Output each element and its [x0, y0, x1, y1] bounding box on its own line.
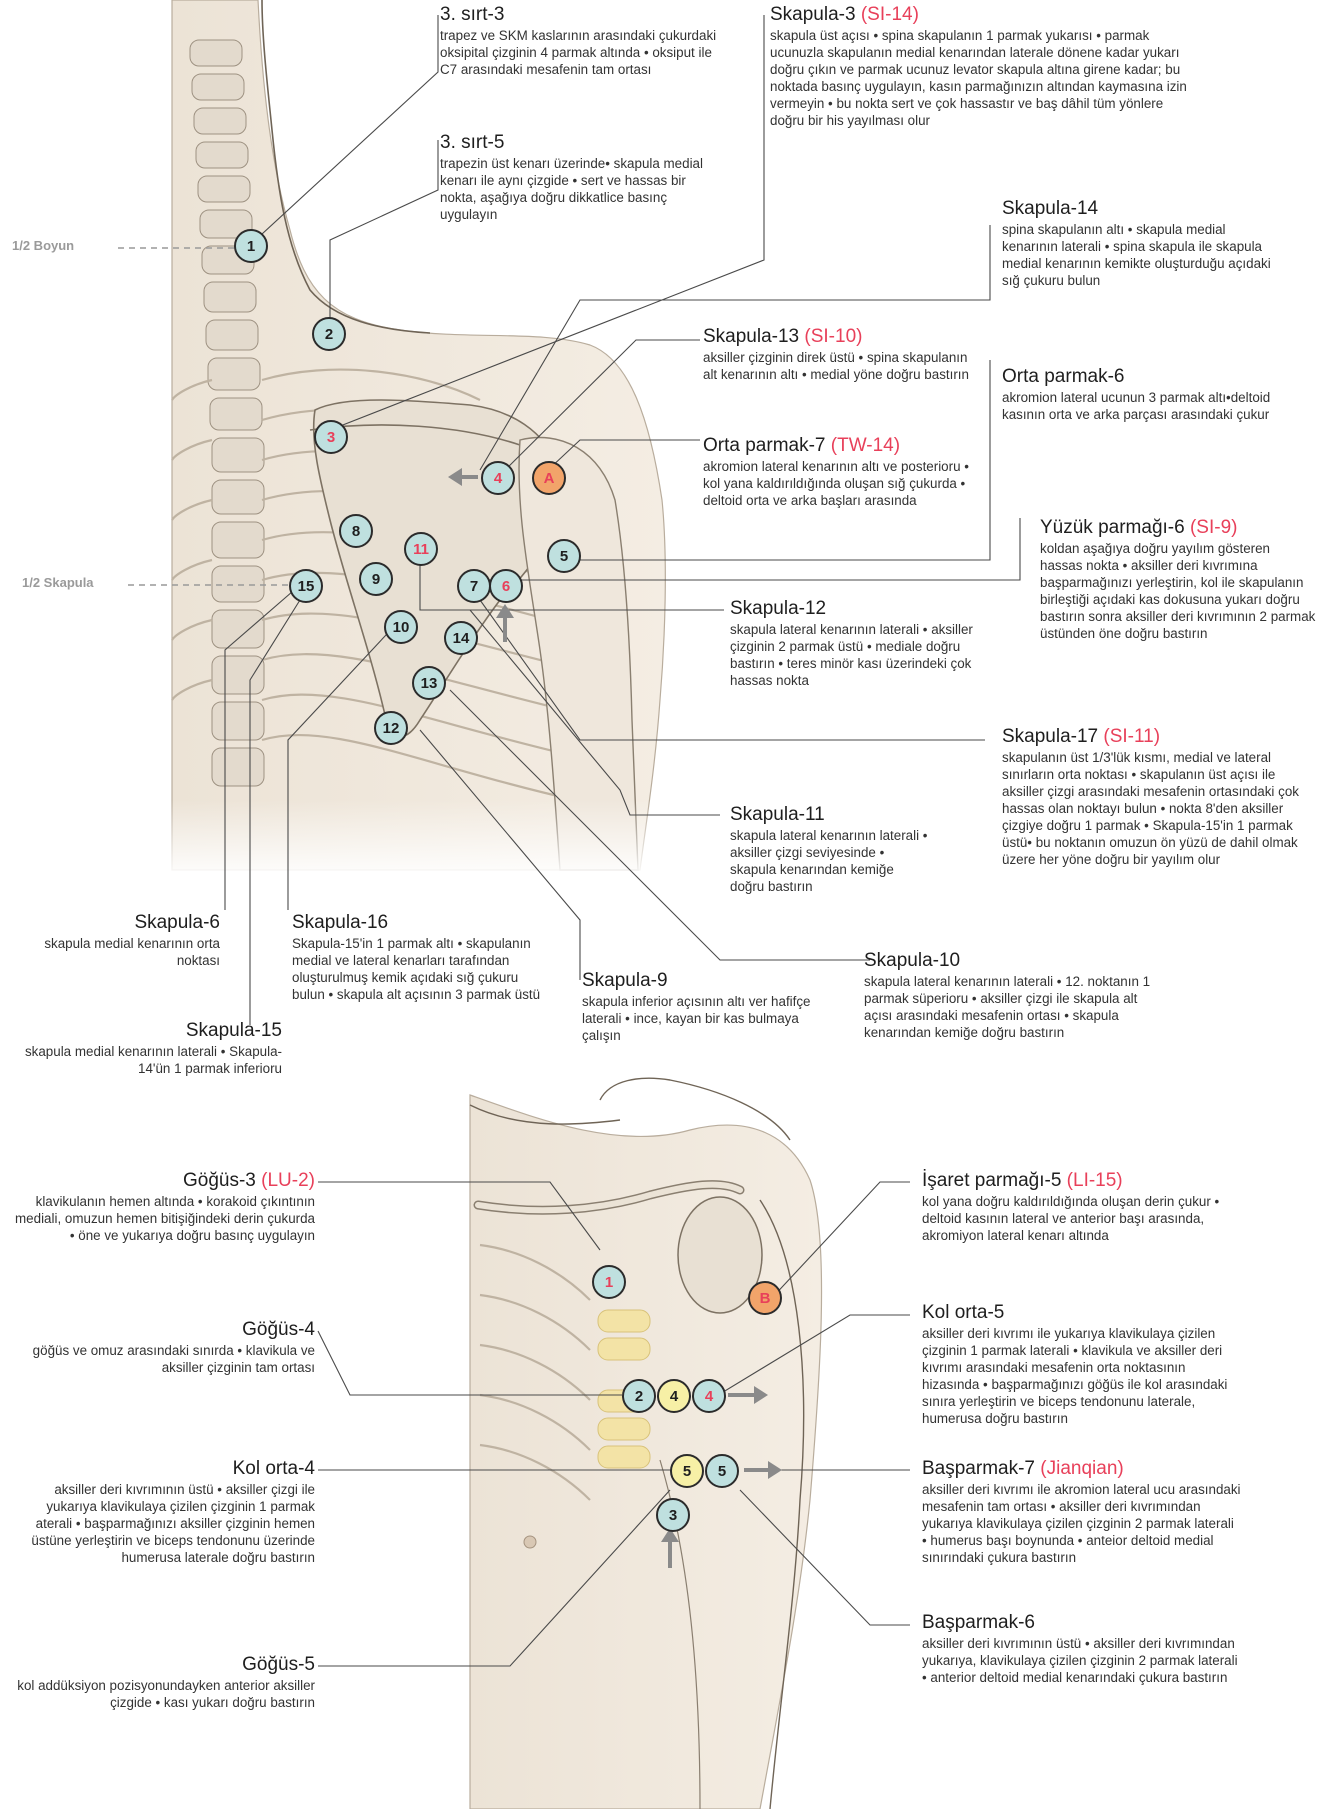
back-point-2: 2	[312, 317, 346, 351]
back-point-9: 9	[359, 562, 393, 596]
label-yuzuk-parmagi-6: Yüzük parmağı-6 (SI-9) koldan aşağıya do…	[1040, 517, 1316, 642]
back-point-13: 13	[412, 666, 446, 700]
label-isaret-parmagi-5: İşaret parmağı-5 (LI-15) kol yana doğru …	[922, 1170, 1222, 1244]
front-point-3: 3	[656, 1498, 690, 1532]
front-point-2: 2	[622, 1379, 656, 1413]
front-point-1: 1	[592, 1265, 626, 1299]
label-sirt-3: 3. sırt-3 trapez ve SKM kaslarının arası…	[440, 4, 720, 78]
label-skapula-14: Skapula-14 spina skapulanın altı • skapu…	[1002, 198, 1282, 289]
label-kol-orta-4: Kol orta-4 aksiller deri kıvrımının üstü…	[10, 1458, 315, 1566]
back-point-14: 14	[444, 621, 478, 655]
front-point-4-yellow: 4	[657, 1379, 691, 1413]
scapula-half-label: 1/2 Skapula	[22, 575, 94, 590]
label-basparmak-7: Başparmak-7 (Jianqian) aksiller deri kıv…	[922, 1458, 1242, 1566]
front-point-5-teal: 5	[705, 1454, 739, 1488]
label-skapula-6: Skapula-6 skapula medial kenarının orta …	[0, 912, 220, 969]
back-point-6: 6	[489, 569, 523, 603]
back-point-a: A	[532, 461, 566, 495]
label-skapula-13: Skapula-13 (SI-10) aksiller çizginin dir…	[703, 326, 973, 383]
back-point-4: 4	[481, 461, 515, 495]
back-point-11: 11	[404, 532, 438, 566]
back-point-15: 15	[289, 569, 323, 603]
back-point-7: 7	[457, 569, 491, 603]
label-skapula-12: Skapula-12 skapula lateral kenarının lat…	[730, 598, 980, 689]
label-skapula-17: Skapula-17 (SI-11) skapulanın üst 1/3'lü…	[1002, 726, 1302, 868]
label-gogus-4: Göğüs-4 göğüs ve omuz arasındaki sınırda…	[10, 1319, 315, 1376]
label-kol-orta-5: Kol orta-5 aksiller deri kıvrımı ile yuk…	[922, 1302, 1232, 1427]
label-skapula-3: Skapula-3 (SI-14) skapula üst açısı • sp…	[770, 4, 1190, 129]
front-point-4-teal: 4	[692, 1379, 726, 1413]
neck-half-label: 1/2 Boyun	[12, 238, 74, 253]
label-skapula-9: Skapula-9 skapula inferior açısının altı…	[582, 970, 832, 1044]
label-gogus-5: Göğüs-5 kol addüksiyon pozisyonundayken …	[10, 1654, 315, 1711]
front-point-5-yellow: 5	[670, 1454, 704, 1488]
label-orta-parmak-7: Orta parmak-7 (TW-14) akromion lateral k…	[703, 435, 973, 509]
label-gogus-3: Göğüs-3 (LU-2) klavikulanın hemen altınd…	[10, 1170, 315, 1244]
back-point-12: 12	[374, 711, 408, 745]
label-skapula-15: Skapula-15 skapula medial kenarının late…	[20, 1020, 282, 1077]
back-point-3: 3	[314, 420, 348, 454]
back-point-1: 1	[234, 229, 268, 263]
front-point-b: B	[748, 1281, 782, 1315]
label-basparmak-6: Başparmak-6 aksiller deri kıvrımının üst…	[922, 1612, 1242, 1686]
label-skapula-10: Skapula-10 skapula lateral kenarının lat…	[864, 950, 1154, 1041]
front-view-figure	[470, 1078, 822, 1809]
label-sirt-5: 3. sırt-5 trapezin üst kenarı üzerinde• …	[440, 132, 710, 223]
back-point-8: 8	[339, 514, 373, 548]
back-point-5: 5	[547, 539, 581, 573]
back-point-10: 10	[384, 610, 418, 644]
label-orta-parmak-6: Orta parmak-6 akromion lateral ucunun 3 …	[1002, 366, 1292, 423]
label-skapula-16: Skapula-16 Skapula-15'in 1 parmak altı •…	[292, 912, 542, 1003]
label-skapula-11: Skapula-11 skapula lateral kenarının lat…	[730, 804, 930, 895]
